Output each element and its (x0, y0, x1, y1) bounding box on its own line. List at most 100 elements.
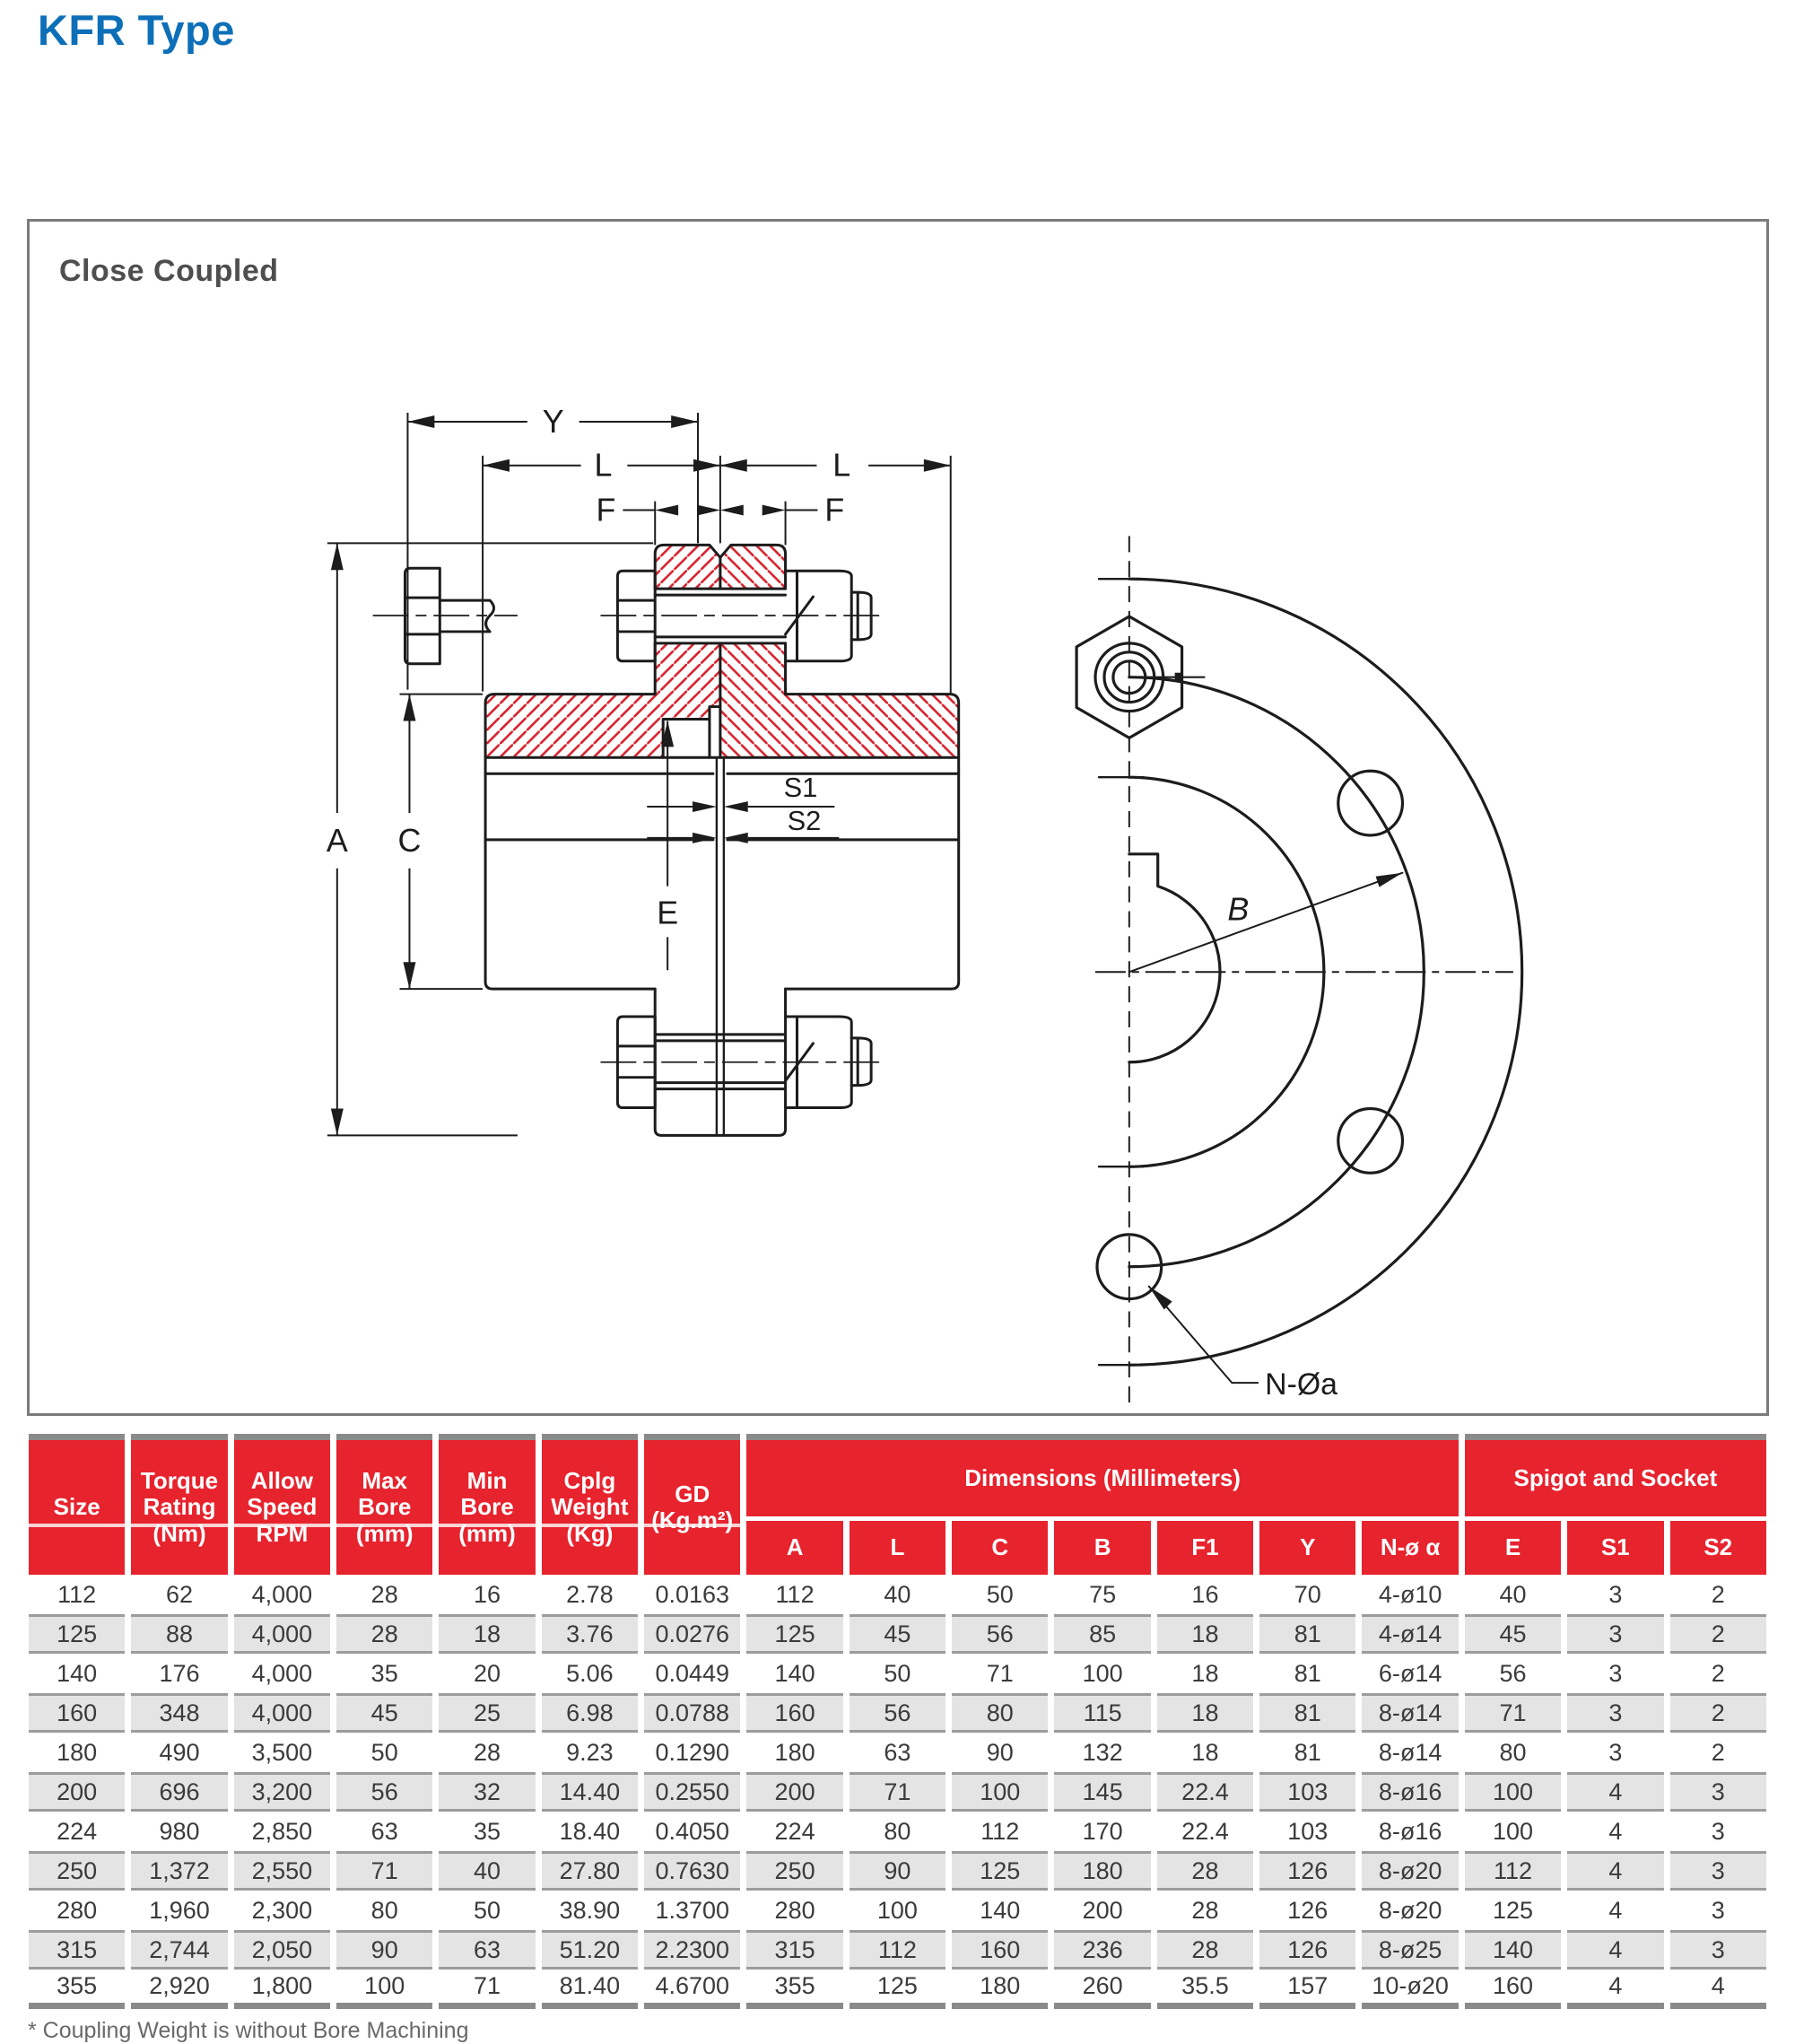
table-cell: 355 (29, 1970, 126, 2009)
table-cell: 2.78 (566, 1580, 614, 1608)
table-cell: 28 (336, 1614, 433, 1654)
col-f1: F1 (1156, 1521, 1254, 1575)
table-cell: 4 (1608, 1817, 1623, 1845)
table-cell: 28 (1156, 1930, 1254, 1970)
table-cell: 80 (370, 1896, 398, 1924)
table-cell: 32 (439, 1772, 536, 1812)
col-a: A (746, 1521, 843, 1575)
table-cell: 180 (57, 1738, 98, 1766)
table-cell: 125 (849, 1970, 946, 2009)
specs-table: Size Torque Rating (Nm) Allow Speed RPM … (22, 1434, 1773, 2009)
table-cell: 4 (1567, 1970, 1664, 2009)
col-c: C (952, 1521, 1049, 1575)
table-cell: 315 (29, 1930, 126, 1970)
table-cell: 125 (29, 1614, 126, 1654)
table-cell: 4 (1567, 1772, 1664, 1812)
table-cell: 3 (1608, 1738, 1623, 1766)
table-cell: 8-ø16 (1378, 1817, 1442, 1845)
close-coupled-panel: Close Coupled (27, 219, 1769, 1416)
table-cell: 180 (774, 1738, 815, 1766)
label-b: B (1227, 891, 1249, 927)
coupling-technical-drawing: Y L L F F A C S1 S2 E B N-Øa (327, 404, 1524, 1412)
table-cell: 45 (1464, 1614, 1562, 1654)
table-cell: 4,000 (233, 1614, 331, 1654)
group-spigot: Spigot and Socket (1464, 1434, 1766, 1521)
table-cell: 18 (1191, 1738, 1219, 1766)
table-cell: 51.20 (541, 1930, 639, 1970)
table-cell: 0.0163 (655, 1580, 730, 1608)
table-cell: 16 (474, 1580, 501, 1608)
table-cell: 2,550 (233, 1851, 331, 1891)
table-cell: 236 (1054, 1930, 1151, 1970)
table-cell: 45 (849, 1614, 946, 1654)
table-cell: 2 (1711, 1580, 1725, 1608)
table-cell: 8-ø25 (1362, 1930, 1459, 1970)
table-cell: 8-ø20 (1362, 1851, 1459, 1891)
table-cell: 63 (884, 1738, 911, 1766)
centerlines (1095, 536, 1513, 1412)
table-cell: 200 (746, 1772, 843, 1812)
col-b: B (1054, 1521, 1151, 1575)
table-cell: 28 (370, 1580, 398, 1608)
b-dimension-arrow-line (1128, 871, 1404, 974)
table-cell: 280 (57, 1896, 98, 1924)
table-cell: 125 (746, 1614, 843, 1654)
table-cell: 56 (849, 1693, 946, 1733)
table-cell: 71 (986, 1659, 1014, 1687)
table-cell: 112 (1464, 1851, 1562, 1891)
table-cell: 3 (1669, 1772, 1766, 1812)
table-cell: 38.90 (559, 1896, 621, 1924)
table-cell: 88 (131, 1614, 228, 1654)
table-cell: 2 (1711, 1738, 1725, 1766)
header-row-2: A L C B F1 Y N-ø α E S1 S2 (29, 1521, 1766, 1575)
table-cell: 56 (952, 1614, 1049, 1654)
table-cell: 45 (336, 1693, 433, 1733)
table-cell: 250 (746, 1851, 843, 1891)
table-cell: 35 (370, 1659, 398, 1687)
table-cell: 3 (1567, 1614, 1664, 1654)
table-cell: 250 (29, 1851, 126, 1891)
table-cell: 16 (1191, 1580, 1219, 1608)
table-cell: 63 (370, 1817, 398, 1845)
table-cell: 50 (986, 1580, 1014, 1608)
table-cell: 6-ø14 (1378, 1659, 1442, 1687)
col-s1: S1 (1567, 1521, 1664, 1575)
dimension-labels: Y L L F F A C S1 S2 E B N-Øa (327, 404, 1338, 1402)
table-cell: 3.76 (541, 1614, 639, 1654)
col-size: Size (29, 1434, 126, 1575)
table-cell: 125 (1492, 1896, 1534, 1924)
table-cell: 126 (1259, 1851, 1356, 1891)
table-cell: 9.23 (566, 1738, 614, 1766)
bolt-centerlines (372, 615, 885, 1063)
table-cell: 28 (474, 1738, 501, 1766)
label-f-right: F (824, 492, 844, 528)
group-dimensions: Dimensions (Millimeters) (746, 1434, 1459, 1521)
table-cell: 1,372 (131, 1851, 228, 1891)
table-cell: 200 (29, 1772, 126, 1812)
page-title: KFR Type (38, 6, 235, 54)
table-cell: 0.0788 (644, 1693, 741, 1733)
table-cell: 224 (57, 1817, 98, 1845)
table-cell: 2 (1669, 1693, 1766, 1733)
label-l-right: L (832, 448, 850, 484)
table-cell: 75 (1089, 1580, 1117, 1608)
table-cell: 90 (849, 1851, 946, 1891)
table-cell: 100 (952, 1772, 1049, 1812)
table-cell: 28 (1156, 1851, 1254, 1891)
table-cell: 40 (884, 1580, 911, 1608)
table-cell: 81 (1259, 1614, 1356, 1654)
table-cell: 4,000 (233, 1693, 331, 1733)
col-speed: Allow Speed RPM (233, 1434, 331, 1575)
table-cell: 4 (1567, 1930, 1664, 1970)
table-cell: 100 (1464, 1772, 1562, 1812)
table-cell: 2.2300 (644, 1930, 741, 1970)
table-cell: 2,850 (251, 1817, 313, 1845)
table-cell: 35.5 (1156, 1970, 1254, 2009)
table-cell: 3 (1711, 1896, 1725, 1924)
table-cell: 0.4050 (655, 1817, 730, 1845)
